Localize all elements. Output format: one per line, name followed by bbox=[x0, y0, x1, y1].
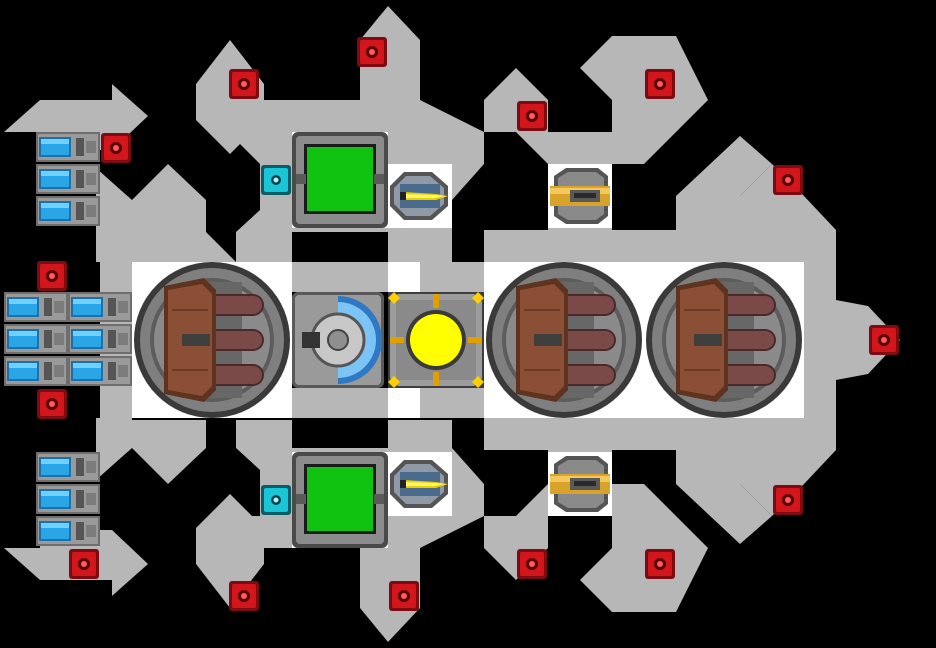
reactor-core-icon[interactable] bbox=[388, 292, 484, 388]
cockpit-dome-icon[interactable] bbox=[292, 292, 384, 388]
